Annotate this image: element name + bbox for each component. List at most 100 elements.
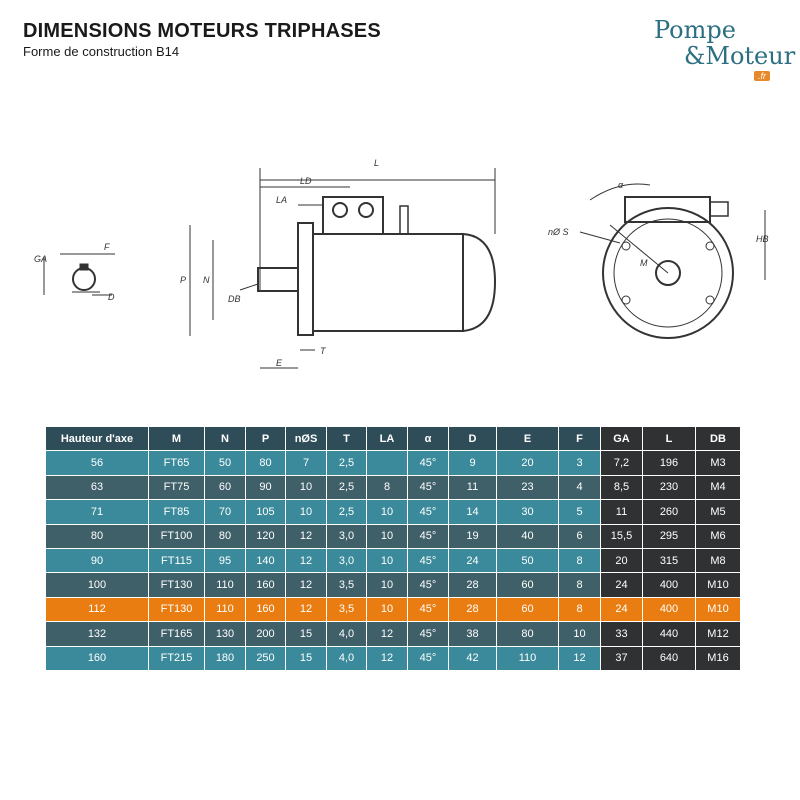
- cell-ns: 12: [286, 597, 327, 623]
- cell-e: 60: [497, 573, 559, 598]
- header-e: E: [497, 427, 559, 452]
- cell-ga: 33: [601, 622, 643, 647]
- cell-alpha: 45°: [408, 548, 449, 574]
- label-N: N: [203, 275, 210, 285]
- cell-hauteur: 100: [46, 573, 149, 598]
- cell-hauteur: 132: [46, 622, 149, 647]
- cell-la: 10: [367, 597, 408, 623]
- cell-d: 9: [449, 451, 497, 476]
- cell-p: 105: [246, 500, 286, 525]
- cell-alpha: 45°: [408, 500, 449, 525]
- cell-db: M12: [696, 622, 741, 647]
- cell-ga: 37: [601, 646, 643, 671]
- cell-e: 50: [497, 548, 559, 574]
- motor-front-view: [579, 183, 766, 339]
- motor-technical-drawing: L LD LA P N DB T E GA F D α nØ S M HB: [34, 158, 769, 369]
- cell-ns: 7: [286, 451, 327, 476]
- cell-hauteur: 71: [46, 500, 149, 525]
- cell-t: 3,0: [327, 548, 367, 574]
- cell-l: 260: [643, 500, 696, 525]
- motor-side-view: [189, 168, 497, 369]
- cell-d: 19: [449, 524, 497, 549]
- brand-logo[interactable]: Pompe &Moteur .fr: [648, 16, 795, 90]
- header-d: D: [449, 427, 497, 452]
- cell-p: 250: [246, 646, 286, 671]
- cell-e: 110: [497, 646, 559, 671]
- cell-ga: 24: [601, 597, 643, 623]
- cell-db: M6: [696, 524, 741, 549]
- cell-e: 20: [497, 451, 559, 476]
- label-LD: LD: [300, 176, 312, 186]
- header-alpha: α: [408, 427, 449, 452]
- cell-n: 50: [205, 451, 246, 476]
- cell-db: M3: [696, 451, 741, 476]
- header-m: M: [149, 427, 205, 452]
- cell-e: 30: [497, 500, 559, 525]
- label-HB: HB: [756, 234, 769, 244]
- cell-db: M10: [696, 573, 741, 598]
- cell-db: M16: [696, 646, 741, 671]
- header-p: P: [246, 427, 286, 452]
- cell-m: FT75: [149, 475, 205, 501]
- cell-n: 70: [205, 500, 246, 525]
- cell-t: 2,5: [327, 451, 367, 476]
- cell-m: FT165: [149, 622, 205, 647]
- cell-ns: 15: [286, 646, 327, 671]
- cell-la: 10: [367, 500, 408, 525]
- cell-e: 40: [497, 524, 559, 549]
- cell-e: 23: [497, 475, 559, 501]
- cell-l: 440: [643, 622, 696, 647]
- cell-hauteur: 56: [46, 451, 149, 476]
- cell-hauteur: 80: [46, 524, 149, 549]
- cell-la: [367, 451, 408, 476]
- cell-m: FT130: [149, 573, 205, 598]
- cell-t: 4,0: [327, 622, 367, 647]
- cell-db: M4: [696, 475, 741, 501]
- label-GA: GA: [34, 254, 47, 264]
- cell-db: M10: [696, 597, 741, 623]
- cell-e: 80: [497, 622, 559, 647]
- cell-la: 12: [367, 646, 408, 671]
- cell-alpha: 45°: [408, 646, 449, 671]
- cell-f: 12: [559, 646, 601, 671]
- label-E: E: [276, 358, 283, 368]
- dimensions-table: Hauteur d'axe M N P nØS T LA α D E F GA …: [46, 427, 741, 671]
- cell-p: 90: [246, 475, 286, 501]
- cell-n: 110: [205, 597, 246, 623]
- cell-f: 5: [559, 500, 601, 525]
- cell-m: FT130: [149, 597, 205, 623]
- cell-db: M5: [696, 500, 741, 525]
- cell-d: 38: [449, 622, 497, 647]
- cell-ga: 7,2: [601, 451, 643, 476]
- cell-p: 140: [246, 548, 286, 574]
- cell-l: 400: [643, 573, 696, 598]
- cell-p: 120: [246, 524, 286, 549]
- cell-f: 8: [559, 573, 601, 598]
- cell-f: 8: [559, 548, 601, 574]
- cell-la: 8: [367, 475, 408, 501]
- label-M: M: [640, 258, 648, 268]
- logo-line2: &Moteur: [684, 42, 796, 70]
- cell-n: 180: [205, 646, 246, 671]
- logo-badge: .fr: [754, 71, 770, 81]
- cell-ns: 10: [286, 500, 327, 525]
- cell-f: 10: [559, 622, 601, 647]
- cell-l: 315: [643, 548, 696, 574]
- cell-n: 80: [205, 524, 246, 549]
- cell-db: M8: [696, 548, 741, 574]
- cell-n: 130: [205, 622, 246, 647]
- label-nS: nØ S: [548, 227, 569, 237]
- cell-n: 95: [205, 548, 246, 574]
- cell-hauteur: 63: [46, 475, 149, 501]
- label-L: L: [374, 158, 379, 168]
- cell-f: 8: [559, 597, 601, 623]
- header-l: L: [643, 427, 696, 452]
- cell-f: 6: [559, 524, 601, 549]
- cell-l: 295: [643, 524, 696, 549]
